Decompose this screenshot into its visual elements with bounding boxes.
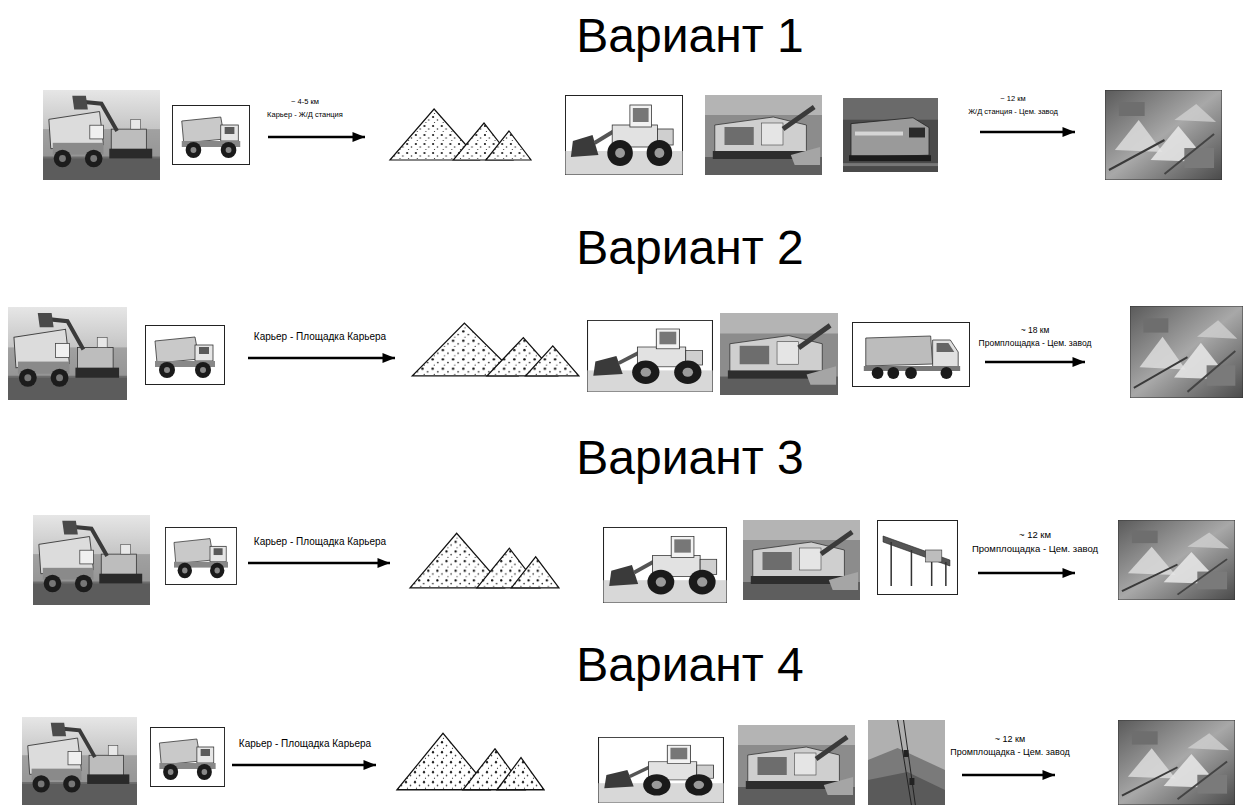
- variant-heading: Вариант 3: [576, 430, 803, 485]
- cement-plant-photo: [1118, 520, 1235, 600]
- variant-row: [33, 515, 1235, 605]
- route-label: ~ 12 км: [995, 734, 1025, 744]
- stockpile-symbol: [390, 109, 531, 160]
- route-label: Карьер - Ж/Д станция: [267, 111, 343, 120]
- excavator-photo: [33, 515, 150, 605]
- route-label: Карьер - Площадка Карьера: [254, 331, 386, 343]
- route-label: Карьер - Площадка Карьера: [254, 536, 386, 548]
- route-arrow: [978, 572, 1075, 575]
- route-label: ~ 12 км: [1000, 95, 1025, 104]
- route-arrow: [980, 131, 1075, 134]
- haul-truck-icon: [165, 527, 236, 584]
- loader-icon: [588, 320, 713, 391]
- route-arrow: [232, 764, 376, 767]
- variant-heading: Вариант 1: [576, 8, 803, 63]
- variant-row: [43, 90, 1222, 180]
- excavator-photo: [43, 90, 160, 180]
- route-label: ~ 12 км: [1019, 530, 1051, 541]
- route-label: Ж/Д станция - Цем. завод: [968, 108, 1058, 117]
- locomotive-photo: [843, 98, 938, 172]
- route-arrow: [962, 774, 1055, 777]
- variant-row: [8, 306, 1243, 400]
- excavator-photo: [22, 717, 137, 805]
- route-label: ~ 4-5 км: [291, 98, 319, 107]
- road-truck-icon: [852, 323, 969, 387]
- route-label: Промплощадка - Цем. завод: [950, 747, 1069, 757]
- route-arrow: [248, 562, 390, 565]
- ropeway-photo: [868, 720, 945, 805]
- stockpile-symbol: [410, 533, 559, 588]
- route-label: ~ 18 км: [1021, 326, 1050, 336]
- loader-icon: [565, 96, 682, 175]
- haul-truck-icon: [172, 106, 249, 165]
- route-label: Промплощадка - Цем. завод: [979, 339, 1092, 349]
- cement-plant-photo: [1130, 306, 1243, 398]
- route-label: Промплощадка - Цем. завод: [972, 544, 1098, 555]
- variant-heading: Вариант 2: [576, 220, 803, 275]
- crusher-photo: [705, 95, 822, 175]
- haul-truck-icon: [150, 728, 224, 787]
- stockpile-symbol: [397, 733, 544, 789]
- route-arrow: [268, 136, 365, 139]
- excavator-photo: [8, 307, 127, 400]
- stockpile-symbol: [412, 323, 579, 376]
- haul-truck-icon: [146, 326, 225, 385]
- cement-plant-photo: [1118, 720, 1235, 805]
- route-arrow: [248, 357, 395, 360]
- route-label: Карьер - Площадка Карьера: [239, 738, 371, 750]
- crusher-photo: [720, 313, 838, 395]
- variant-heading: Вариант 4: [576, 637, 803, 692]
- loader-icon: [599, 737, 724, 802]
- route-arrow: [985, 361, 1085, 364]
- loader-icon: [604, 527, 727, 602]
- variant-row: [22, 717, 1235, 805]
- crusher-photo: [738, 725, 855, 805]
- crusher-photo: [743, 520, 860, 600]
- cement-plant-photo: [1105, 90, 1222, 180]
- conveyor-icon: [878, 521, 958, 595]
